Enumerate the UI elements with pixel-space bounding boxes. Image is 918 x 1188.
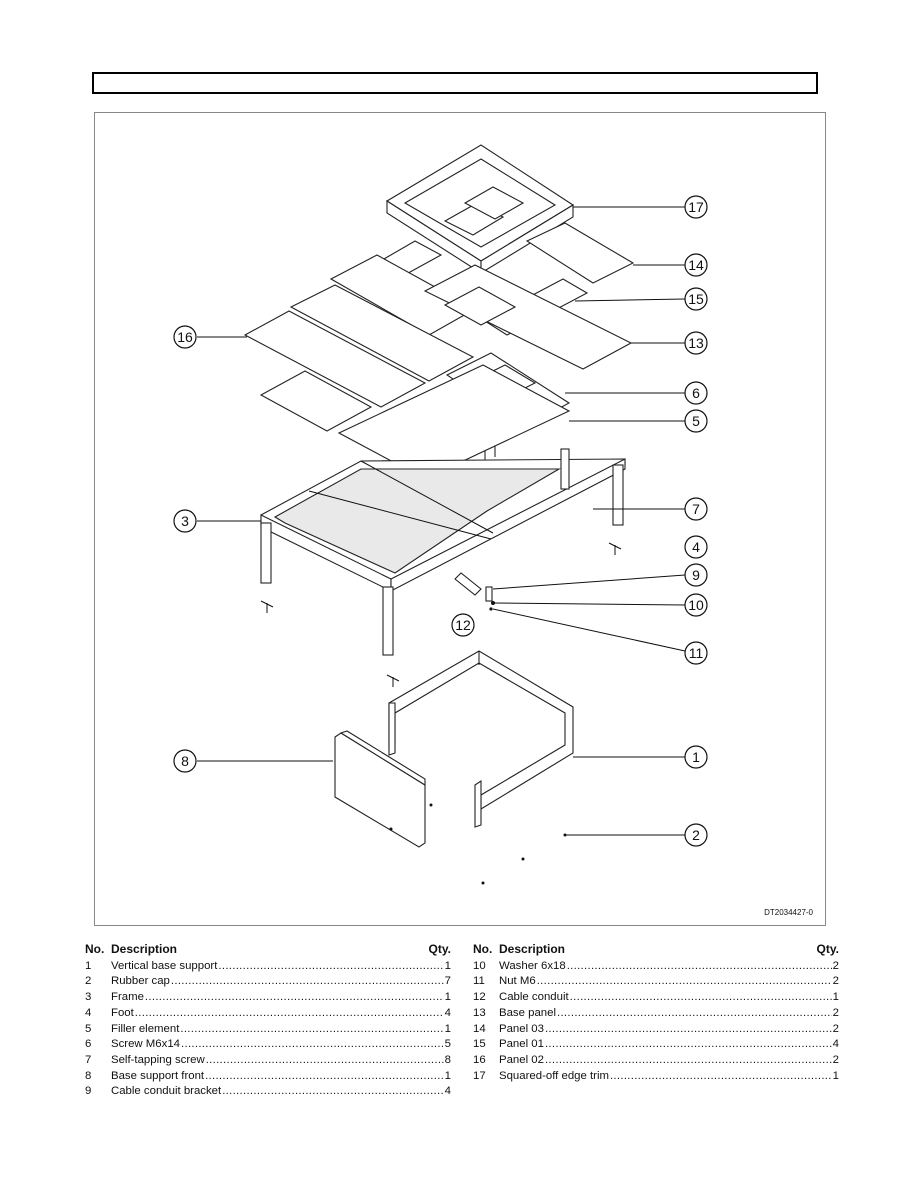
svg-text:2: 2	[692, 827, 700, 843]
drawing-id: DT2034427-0	[764, 908, 813, 917]
svg-text:4: 4	[692, 539, 700, 555]
part-13-base-panel	[329, 254, 633, 370]
callout-16: 16	[173, 325, 197, 349]
callout-3: 3	[173, 509, 197, 533]
header-no: No.	[473, 942, 493, 956]
header-description: Description	[499, 942, 566, 956]
svg-text:3: 3	[181, 513, 189, 529]
part-12-cable-conduit	[454, 572, 495, 611]
callout-4: 4	[684, 535, 708, 559]
parts-row: 3Frame1	[85, 990, 451, 1006]
svg-text:9: 9	[692, 567, 700, 583]
svg-text:12: 12	[455, 617, 471, 633]
svg-text:6: 6	[692, 385, 700, 401]
svg-text:5: 5	[692, 413, 700, 429]
svg-text:7: 7	[692, 501, 700, 517]
header-qty: Qty.	[428, 942, 451, 956]
callout-13: 13	[684, 331, 708, 355]
callout-1: 1	[684, 745, 708, 769]
part-1-vertical-base-support	[388, 650, 574, 828]
callout-15: 15	[684, 287, 708, 311]
part-2-rubber-cap	[389, 803, 567, 885]
parts-list-header: No. Description Qty.	[473, 942, 839, 958]
parts-list-header: No. Description Qty.	[85, 942, 451, 958]
callout-7: 7	[684, 497, 708, 521]
svg-text:10: 10	[688, 597, 704, 613]
callout-8: 8	[173, 749, 197, 773]
header-description: Description	[111, 942, 178, 956]
callout-14: 14	[684, 253, 708, 277]
part-4-foot	[260, 542, 622, 687]
leader-lines	[197, 206, 686, 836]
callout-6: 6	[684, 381, 708, 405]
header-qty: Qty.	[816, 942, 839, 956]
part-3-frame	[260, 448, 626, 656]
callout-5: 5	[684, 409, 708, 433]
exploded-assembly-diagram: 17 14 15 13 16 6 5 3 7 4 9 12 10 11 8 1 …	[94, 112, 826, 926]
part-16-panel-02	[243, 284, 475, 432]
svg-text:17: 17	[688, 199, 704, 215]
svg-text:16: 16	[177, 329, 193, 345]
svg-text:14: 14	[688, 257, 704, 273]
callout-10: 10	[684, 593, 708, 617]
svg-text:1: 1	[692, 749, 700, 765]
svg-text:8: 8	[181, 753, 189, 769]
assembly-drawing: 17 14 15 13 16 6 5 3 7 4 9 12 10 11 8 1 …	[173, 144, 708, 885]
callout-11: 11	[684, 641, 708, 665]
callout-12: 12	[451, 613, 475, 637]
parts-row: 4Foot4	[85, 1006, 451, 1022]
svg-text:13: 13	[688, 335, 704, 351]
svg-text:11: 11	[689, 645, 704, 661]
header-no: No.	[85, 942, 105, 956]
callout-9: 9	[684, 563, 708, 587]
part-8-base-support-front	[334, 730, 426, 848]
title-bar	[92, 72, 818, 94]
callout-2: 2	[684, 823, 708, 847]
callout-17: 17	[684, 195, 708, 219]
svg-text:15: 15	[688, 291, 704, 307]
